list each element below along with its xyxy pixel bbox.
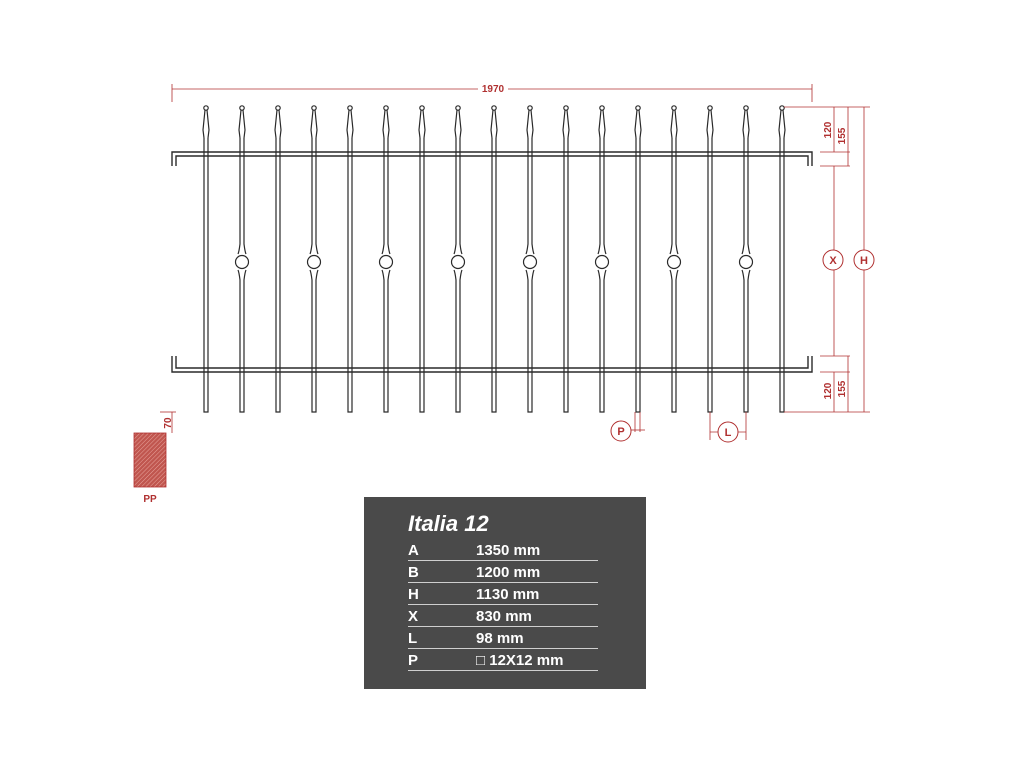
marker-p — [630, 412, 645, 432]
marker-p-label: P — [617, 426, 624, 438]
top-dim-small-label: 120 — [823, 121, 834, 138]
width-dim-label: 1970 — [482, 84, 505, 95]
post-hatch — [133, 432, 167, 488]
spec-row-l: L 98 mm — [408, 627, 598, 649]
post-detail: 70 PP — [133, 411, 176, 505]
bar-6 — [378, 105, 394, 413]
spec-table: A 1350 mm B 1200 mm H 1130 mm X 830 mm L… — [408, 539, 646, 671]
bar-10 — [522, 105, 538, 413]
post-dim-label: 70 — [163, 417, 174, 429]
bar-14 — [666, 105, 682, 413]
bar-5 — [346, 105, 354, 413]
bar-9 — [490, 105, 498, 413]
bar-2 — [234, 105, 250, 413]
marker-h-label: H — [860, 255, 868, 267]
top-dim-large-label: 155 — [837, 127, 848, 144]
spec-value: 1200 mm — [476, 564, 541, 581]
spec-value: 830 mm — [476, 608, 532, 625]
spec-value: 1350 mm — [476, 542, 541, 559]
spec-label: L — [408, 630, 418, 647]
spec-label: A — [408, 542, 419, 559]
post-label: PP — [143, 494, 157, 505]
spec-row-x: X 830 mm — [408, 605, 598, 627]
bar-11 — [562, 105, 570, 413]
bottom-dim-large-label: 155 — [837, 380, 848, 397]
marker-l-label: L — [725, 427, 732, 439]
spec-card: Italia 12 A 1350 mm B 1200 mm H 1130 mm … — [364, 497, 646, 689]
spec-label: X — [408, 608, 419, 625]
spec-row-p: P □ 12X12 mm — [408, 649, 598, 671]
spec-title: Italia 12 — [408, 511, 489, 536]
spec-value: 98 mm — [476, 630, 524, 647]
height-dimensions — [784, 106, 870, 413]
spec-label: H — [408, 586, 419, 603]
spec-row-a: A 1350 mm — [408, 539, 598, 561]
marker-h: H — [853, 249, 875, 271]
bar-1 — [202, 105, 210, 413]
bar-12 — [594, 105, 610, 413]
marker-x: X — [822, 249, 844, 271]
bottom-dim-small-label: 120 — [823, 382, 834, 399]
spec-label: P — [408, 652, 419, 669]
spec-row-h: H 1130 mm — [408, 583, 598, 605]
bar-3 — [274, 105, 282, 413]
bar-8 — [450, 105, 466, 413]
spec-label: B — [408, 564, 419, 581]
bar-16 — [738, 105, 754, 413]
bar-7 — [418, 105, 426, 413]
bar-4 — [306, 105, 322, 413]
spec-value: □ 12X12 mm — [476, 652, 564, 669]
bar-17 — [778, 105, 786, 413]
bar-13 — [634, 105, 642, 413]
spec-row-b: B 1200 mm — [408, 561, 598, 583]
spec-value: 1130 mm — [476, 586, 540, 603]
marker-x-label: X — [829, 255, 837, 267]
